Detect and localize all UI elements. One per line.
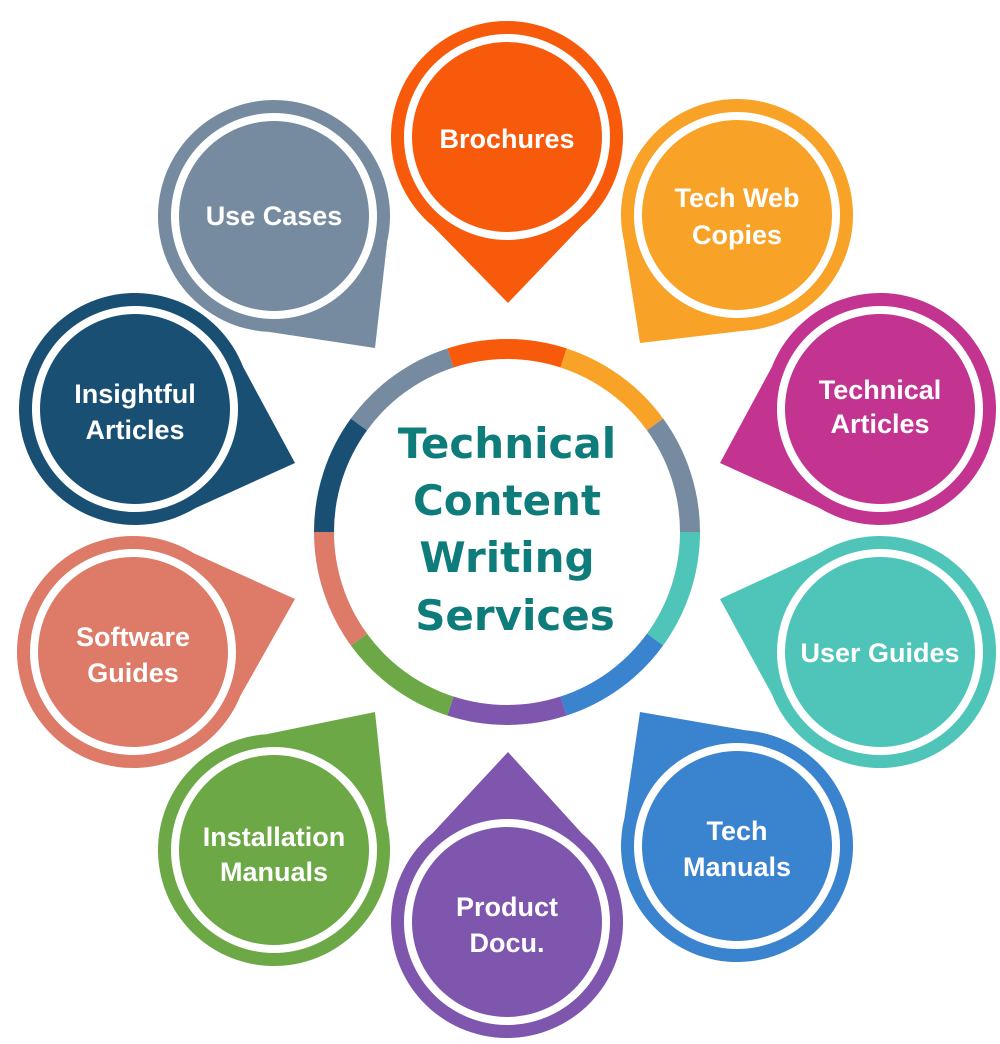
bubble-label-tech-web-copies-line-2: Copies: [692, 220, 782, 250]
bubble-disc: [412, 827, 602, 1017]
ring-segment: [314, 418, 368, 533]
bubble-disc: [642, 120, 832, 310]
ring-segment: [447, 696, 567, 725]
ring-segment: [560, 633, 664, 716]
ring-segment: [314, 531, 368, 646]
bubble-label-tech-manuals-line-1: Tech: [706, 816, 767, 846]
bubble-brochures: Brochures: [391, 20, 623, 303]
center-title-line-4: Services: [415, 591, 615, 640]
bubble-label-insightful-articles-line-1: Insightful: [74, 379, 195, 409]
bubble-label-brochures-line-1: Brochures: [439, 124, 574, 154]
bubble-disc: [642, 751, 832, 941]
center-hub: Technical Content Writing Services: [335, 360, 679, 704]
bubble-label-software-guides-line-2: Guides: [87, 658, 179, 688]
center-title-line-1: Technical: [398, 419, 616, 468]
bubble-disc: [785, 314, 975, 504]
bubble-disc: [785, 557, 975, 747]
ring-segment: [350, 633, 454, 716]
center-circle: [335, 360, 679, 704]
ring-segment: [646, 531, 700, 646]
bubble-label-product-docu-line-2: Docu.: [469, 928, 544, 958]
bubble-label-software-guides-line-1: Software: [76, 622, 190, 652]
bubble-label-installation-manuals-line-2: Manuals: [220, 857, 328, 887]
bubble-label-installation-manuals-line-1: Installation: [203, 822, 346, 852]
center-ring: [314, 339, 700, 725]
ring-segment: [350, 348, 454, 431]
bubble-label-technical-articles-line-2: Articles: [830, 409, 929, 439]
bubble-label-insightful-articles-line-2: Articles: [85, 415, 184, 445]
bubble-label-tech-web-copies-line-1: Tech Web: [674, 183, 799, 213]
bubble-disc: [40, 314, 230, 504]
ring-segment: [646, 418, 700, 533]
bubble-disc: [179, 755, 369, 945]
center-title-line-2: Content: [413, 476, 601, 525]
bubble-disc: [38, 557, 228, 747]
bubble-label-use-cases-line-1: Use Cases: [206, 201, 343, 231]
bubble-label-tech-manuals-line-2: Manuals: [683, 852, 791, 882]
bubble-label-user-guides-line-1: User Guides: [800, 638, 959, 668]
bubble-disc: [412, 42, 602, 232]
bubble-disc: [179, 121, 369, 311]
bubble-use-cases: Use Cases: [157, 99, 391, 348]
center-title-line-3: Writing: [419, 533, 594, 582]
bubble-label-product-docu-line-1: Product: [456, 892, 558, 922]
bubble-user-guides: User Guides: [720, 536, 997, 769]
ring-segment: [447, 339, 567, 368]
ring-segment: [560, 348, 664, 431]
bubble-label-technical-articles-line-1: Technical: [819, 375, 942, 405]
